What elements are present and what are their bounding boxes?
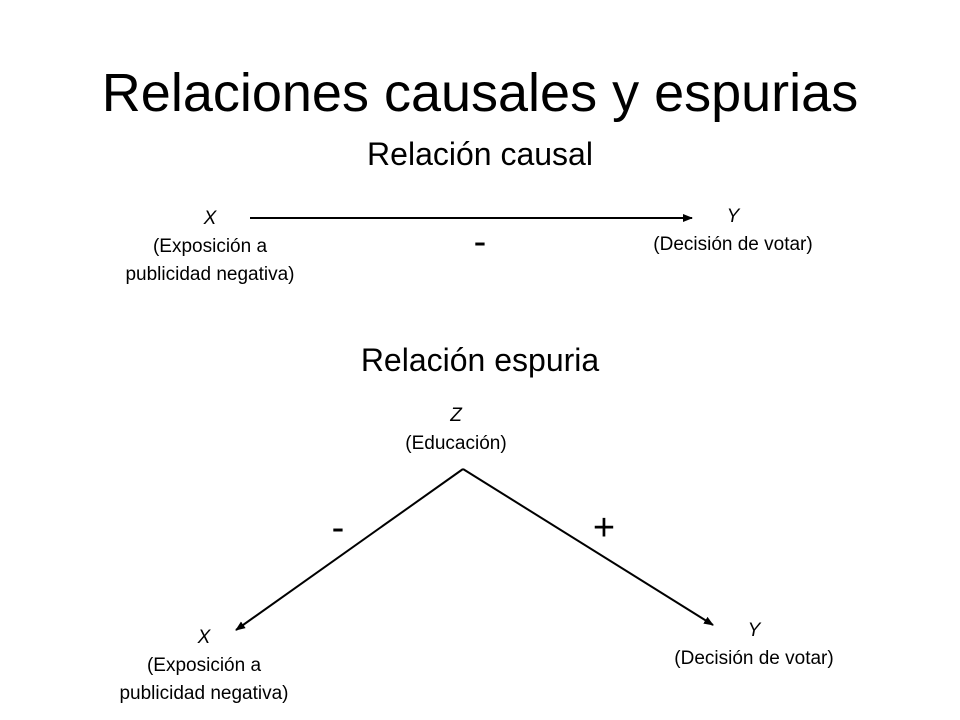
spurious-node-y: Y (Decisión de votar) bbox=[634, 617, 874, 673]
spurious-node-x: X (Exposición a publicidad negativa) bbox=[84, 624, 324, 708]
spurious-y-variable: Y bbox=[747, 620, 761, 641]
causal-sign: - bbox=[473, 221, 487, 263]
causal-node-x: X (Exposición a publicidad negativa) bbox=[90, 205, 330, 289]
spurious-z-variable: Z bbox=[450, 405, 462, 426]
causal-node-y: Y (Decisión de votar) bbox=[613, 203, 853, 259]
spurious-arrow-z-to-x bbox=[235, 468, 464, 631]
causal-heading: Relación causal bbox=[367, 136, 593, 172]
causal-x-desc-line2: publicidad negativa) bbox=[125, 264, 295, 285]
spurious-node-z: Z (Educación) bbox=[336, 402, 576, 458]
causal-y-desc-line1: (Decisión de votar) bbox=[653, 234, 813, 255]
causal-x-desc-line1: (Exposición a bbox=[152, 236, 268, 257]
spurious-z-desc-line1: (Educación) bbox=[405, 433, 507, 454]
spurious-x-desc-line2: publicidad negativa) bbox=[119, 683, 289, 704]
spurious-heading: Relación espuria bbox=[360, 342, 600, 378]
spurious-arrow-z-to-y bbox=[462, 468, 714, 626]
spurious-x-desc-line1: (Exposición a bbox=[146, 655, 262, 676]
spurious-sign-zx: - bbox=[331, 507, 345, 549]
spurious-y-desc-line1: (Decisión de votar) bbox=[674, 648, 834, 669]
spurious-sign-zy: + bbox=[592, 507, 616, 549]
spurious-x-variable: X bbox=[197, 627, 211, 648]
causal-x-variable: X bbox=[203, 208, 217, 229]
causal-y-variable: Y bbox=[726, 206, 740, 227]
slide-title: Relaciones causales y espurias bbox=[101, 63, 859, 123]
